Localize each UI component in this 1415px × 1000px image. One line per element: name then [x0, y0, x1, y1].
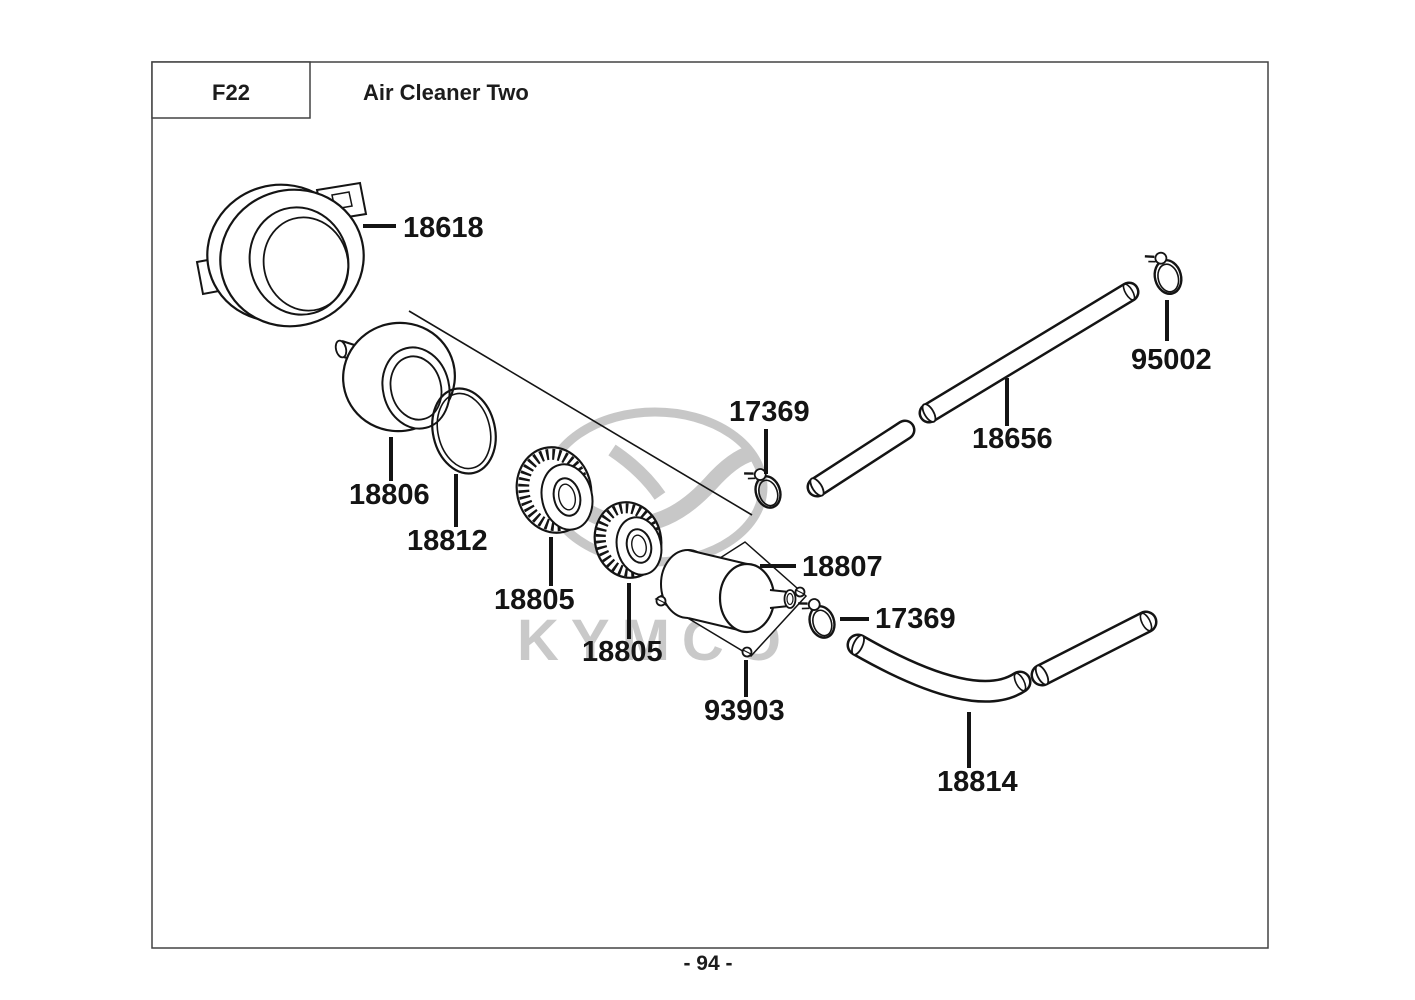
- page-title: Air Cleaner Two: [363, 80, 529, 105]
- part-clamp-lower-17369: [798, 598, 836, 639]
- page-number: - 94 -: [683, 952, 732, 975]
- part-flange-18618: [195, 181, 368, 328]
- part-straight-tube-18656: [806, 281, 1140, 498]
- section-code-box: [151, 61, 311, 119]
- part-inlet-cap-18806: [334, 321, 456, 433]
- label-18806: 18806: [349, 479, 430, 511]
- part-clamp-95002: [1144, 251, 1183, 295]
- label-95002: 95002: [1131, 344, 1212, 376]
- assembly-axis-line: [408, 310, 753, 516]
- leader-lines: [363, 224, 1169, 768]
- case-screws: [655, 586, 806, 658]
- label-17369-mid: 17369: [729, 396, 810, 428]
- label-18618: 18618: [403, 212, 484, 244]
- label-17369-lower: 17369: [875, 603, 956, 635]
- label-18807: 18807: [802, 551, 883, 583]
- label-18814: 18814: [937, 766, 1018, 798]
- label-18805-b: 18805: [582, 636, 663, 668]
- part-labels: 18618 95002 18656 17369 18806 18812 1880…: [349, 212, 1212, 798]
- label-18656: 18656: [972, 423, 1053, 455]
- section-code: F22: [212, 80, 250, 105]
- label-18805-a: 18805: [494, 584, 575, 616]
- part-o-ring-18812: [431, 387, 497, 475]
- part-case-18807: [654, 541, 808, 658]
- part-bent-tube-18814: [846, 610, 1158, 703]
- label-93903: 93903: [704, 695, 785, 727]
- label-18812: 18812: [407, 525, 488, 557]
- kymco-logo-wing-icon: [608, 444, 666, 500]
- part-element-b-18805: [593, 501, 663, 579]
- part-element-a-18805: [515, 446, 594, 534]
